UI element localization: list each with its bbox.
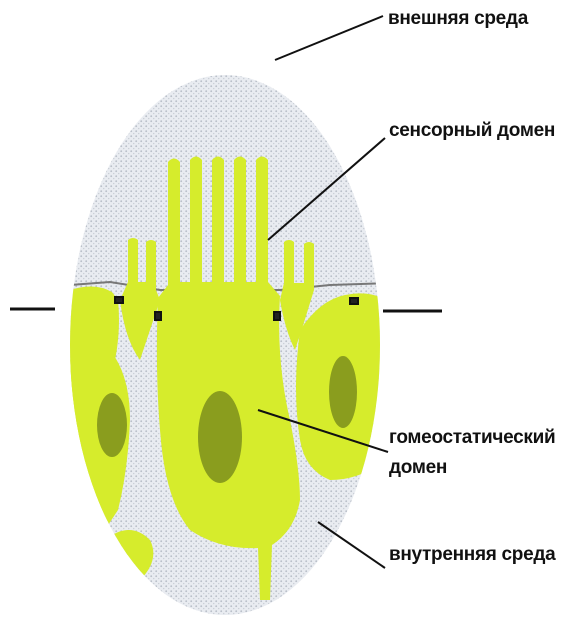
right-nucleus <box>329 356 357 428</box>
sensory-domain-label: сенсорный домен <box>389 120 555 142</box>
homeostatic-domain-label-line2: домен <box>389 457 447 479</box>
central-nucleus <box>198 391 242 483</box>
internal-environment-label: внутренняя среда <box>389 544 555 566</box>
homeostatic-domain-label-line1: гомеостатический <box>389 427 555 449</box>
lower-left-cell <box>105 530 153 580</box>
external-environment-label: внешняя среда <box>388 8 528 30</box>
left-nucleus <box>97 393 127 457</box>
leader-external <box>275 16 383 60</box>
